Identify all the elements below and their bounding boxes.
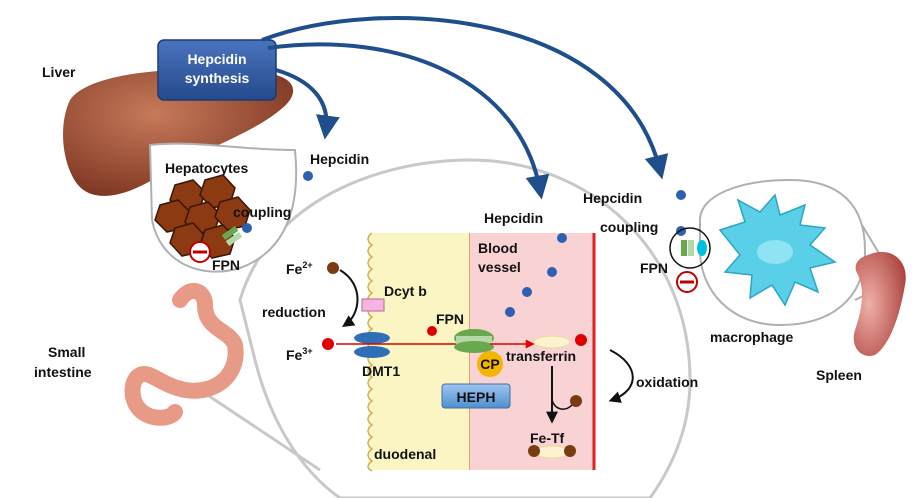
reduction-label: reduction (262, 304, 326, 320)
heph-box (441, 383, 511, 409)
small-intestine-line2: intestine (34, 364, 92, 380)
dcytb-protein (361, 298, 385, 312)
cp-enzyme (477, 351, 503, 377)
heph-label: HEPH (457, 389, 496, 405)
dcytb-label: Dcyt b (384, 283, 427, 299)
fe-tf-iron-right (564, 445, 576, 457)
hepcidin-dots-vessel (505, 233, 567, 317)
liver-organ (63, 69, 294, 196)
intestine-zoom-line (199, 388, 321, 472)
hepcidin-top-label: Hepcidin (310, 151, 369, 167)
small-intestine-line1: Small (48, 344, 85, 360)
reduction-arrow (339, 269, 359, 328)
fe3-label: Fe3+ (286, 346, 313, 363)
transferrin-protein (533, 335, 571, 349)
fpn-gut-label: FPN (436, 311, 464, 327)
hepcidin-synthesis-line2: synthesis (185, 70, 250, 86)
spleen-organ (853, 251, 906, 356)
hepatocytes-label: Hepatocytes (165, 160, 248, 176)
arrow-to-hepcidin (275, 68, 340, 140)
fpn-macro-label: FPN (640, 260, 668, 276)
iron-dot (427, 326, 437, 336)
arrow-to-vessel (267, 42, 550, 200)
dmt1-label: DMT1 (362, 363, 400, 379)
duodenal-label: duodenal (374, 446, 436, 462)
hepcidin-dot (303, 171, 313, 181)
macro-zoom-line (861, 224, 881, 256)
coupling-liver-label: coupling (233, 204, 291, 220)
macrophage-nucleus (757, 240, 793, 264)
hepcidin-vessel-label: Hepcidin (484, 210, 543, 226)
coupling-macro-label: coupling (600, 219, 658, 235)
hepcidin-right-label: Hepcidin (583, 190, 642, 206)
stomach-organ (124, 283, 244, 426)
fe2-iron-dot (327, 262, 339, 274)
fpn-gut-bottom (454, 341, 494, 353)
blood-vessel-line2: vessel (478, 259, 521, 275)
iron-dot (575, 334, 587, 346)
fe-tf-label: Fe-Tf (530, 430, 565, 446)
cp-label: CP (480, 356, 499, 372)
dmt1-upper (354, 332, 390, 344)
hepcidin-dot (676, 190, 686, 200)
dmt1-lower (354, 346, 390, 358)
iron-brown-dot (570, 395, 582, 407)
fpn-liver-label: FPN (212, 257, 240, 273)
fpn-liver-receptor (221, 225, 243, 247)
fpn-liver-blocked-icon (189, 241, 211, 263)
fe2-label: Fe2+ (286, 260, 313, 277)
hepcidin-dot (242, 223, 252, 233)
blood-vessel-line1: Blood (478, 240, 518, 256)
liver-label: Liver (42, 64, 76, 80)
macro-fpn-zoom (669, 227, 711, 269)
duodenal-region (368, 233, 470, 470)
fpn-macro-receptor (681, 240, 694, 256)
oxidation-label: oxidation (636, 374, 698, 390)
fe-tf-iron-left (528, 445, 540, 457)
macro-cyan-marker (697, 240, 707, 256)
hepatocyte-cells (154, 174, 251, 259)
hepcidin-synthesis-line1: Hepcidin (187, 51, 246, 67)
spleen-label: Spleen (816, 367, 862, 383)
transferrin-label: transferrin (506, 348, 576, 364)
fe3-iron-dot (322, 338, 334, 350)
hepcidin-dot (676, 226, 686, 236)
oxidation-arrow (608, 349, 634, 403)
intestine-zoom-outline (238, 158, 692, 498)
fpn-macro-blocked-icon (676, 271, 698, 293)
macrophage-label: macrophage (710, 329, 793, 345)
arrow-to-macrophage (261, 16, 669, 180)
binding-hook (551, 399, 573, 410)
